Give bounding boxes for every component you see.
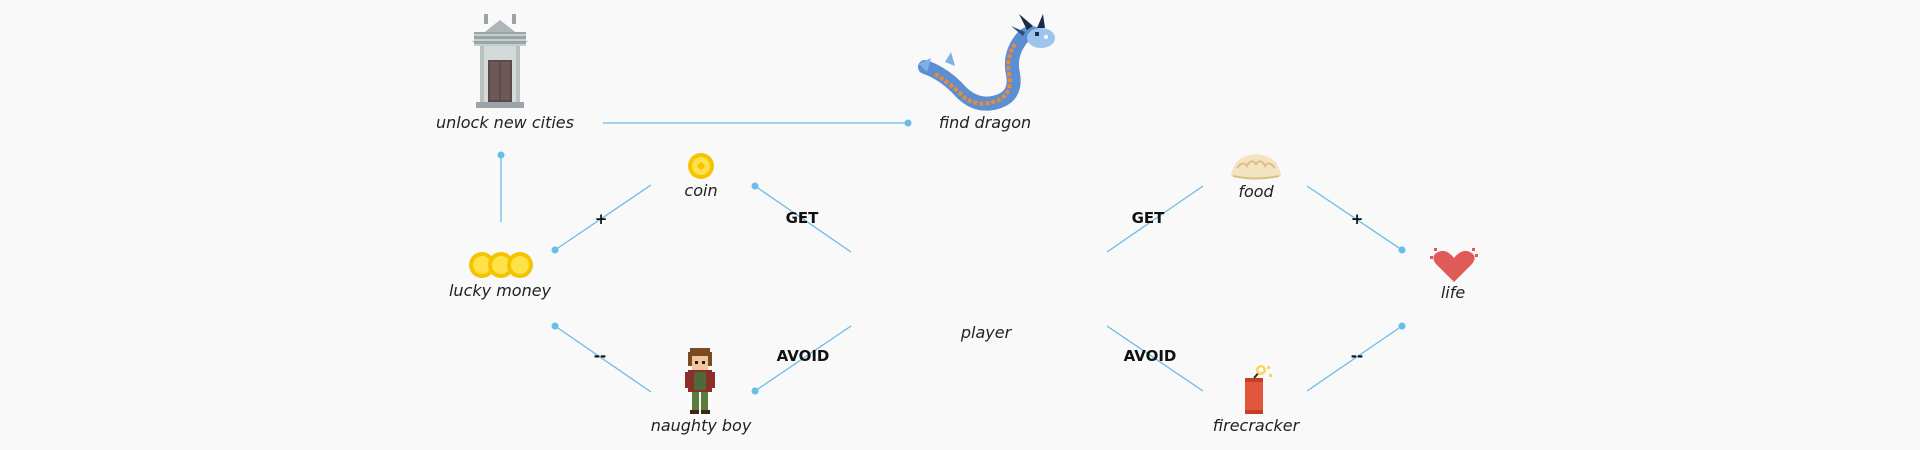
relation-coin-to-lucky-money: + — [594, 210, 608, 228]
player-label: player — [960, 323, 1012, 342]
connector-dot — [1398, 322, 1406, 330]
coin-icon — [688, 153, 714, 179]
find-dragon-label: find dragon — [938, 113, 1032, 132]
unlock-new-cities-label: unlock new cities — [436, 113, 574, 132]
food-label: food — [1238, 182, 1274, 201]
firecracker-icon — [1245, 365, 1272, 414]
dragon-icon — [918, 14, 1055, 111]
relation-firecracker-to-life: -- — [1350, 347, 1364, 365]
connector-player-to-coin — [754, 185, 852, 253]
dumpling-icon — [1231, 154, 1281, 180]
relation-get-food: GET — [1131, 209, 1165, 227]
connector-dot — [497, 151, 505, 159]
heart-icon — [1430, 248, 1478, 282]
connector-player-to-boy — [754, 325, 852, 392]
firecracker-label: firecracker — [1212, 416, 1300, 435]
relation-avoid-boy: AVOID — [776, 347, 830, 365]
connector-player-to-food — [1106, 185, 1204, 253]
city-gate-icon — [472, 14, 528, 108]
relation-food-to-life: + — [1350, 210, 1364, 228]
connector-food-to-life — [1306, 185, 1403, 251]
relation-avoid-firecracker: AVOID — [1123, 347, 1177, 365]
connector-dot — [551, 246, 559, 254]
coin-label: coin — [684, 181, 718, 200]
connector-firecracker-to-life — [1306, 325, 1403, 392]
naughty-boy-icon — [685, 348, 715, 414]
connector-dot — [551, 322, 559, 330]
connector-boy-to-lucky — [554, 325, 652, 393]
lucky-money-coins-icon — [469, 252, 533, 278]
relation-get-coin: GET — [785, 209, 819, 227]
lucky-money-label: lucky money — [448, 281, 552, 300]
connector-player-to-firecracker — [1106, 325, 1204, 392]
relation-boy-to-lucky-money: -- — [593, 347, 607, 365]
connector-coin-to-lucky — [554, 184, 652, 251]
naughty-boy-label: naughty boy — [650, 416, 752, 435]
connector-dot — [904, 119, 912, 127]
connector-dot — [751, 387, 759, 395]
connector-dot — [751, 182, 759, 190]
connector-dot — [1398, 246, 1406, 254]
life-label: life — [1440, 283, 1466, 302]
